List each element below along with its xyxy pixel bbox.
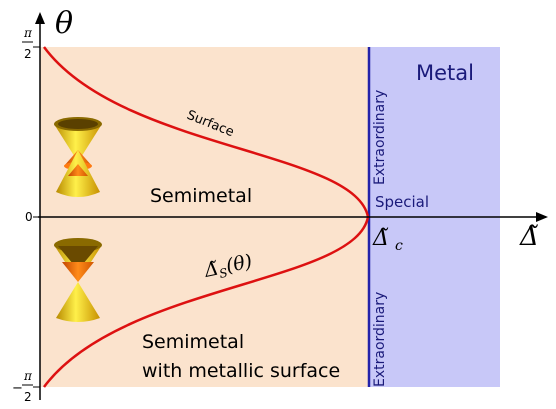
- delta-s-symbol: Δ̃: [201, 258, 220, 283]
- extraordinary-top-label: Extraordinary: [372, 90, 388, 185]
- special-label: Special: [375, 193, 429, 211]
- y-tick-zero-label: 0: [25, 210, 33, 224]
- y-tick-bottom-denominator: 2: [24, 390, 32, 404]
- delta-s-subscript: S: [218, 266, 229, 281]
- semimetal-surface-label-line1: Semimetal: [142, 331, 244, 353]
- metal-label: Metal: [416, 61, 474, 85]
- extraordinary-bottom-label: Extraordinary: [372, 292, 388, 387]
- delta-s-label: Δ̃S(θ): [201, 250, 254, 284]
- y-tick-bottom-sign: −: [12, 381, 23, 396]
- semimetal-surface-label-line2: with metallic surface: [142, 360, 340, 382]
- y-tick-bottom-numerator: π: [23, 369, 33, 383]
- semimetal-label: Semimetal: [150, 185, 252, 207]
- y-tick-top-numerator: π: [23, 26, 33, 40]
- critical-delta-subscript: c: [395, 238, 403, 254]
- y-axis-label: θ: [55, 6, 73, 41]
- dirac-cone-inverted-icon: [54, 238, 102, 322]
- critical-delta-label: Δ̃: [372, 226, 389, 251]
- x-axis-label: Δ̃: [519, 222, 539, 252]
- y-tick-top-denominator: 2: [24, 47, 32, 61]
- dirac-cone-gapped-icon: [54, 117, 102, 197]
- delta-s-argument: (θ): [224, 250, 254, 277]
